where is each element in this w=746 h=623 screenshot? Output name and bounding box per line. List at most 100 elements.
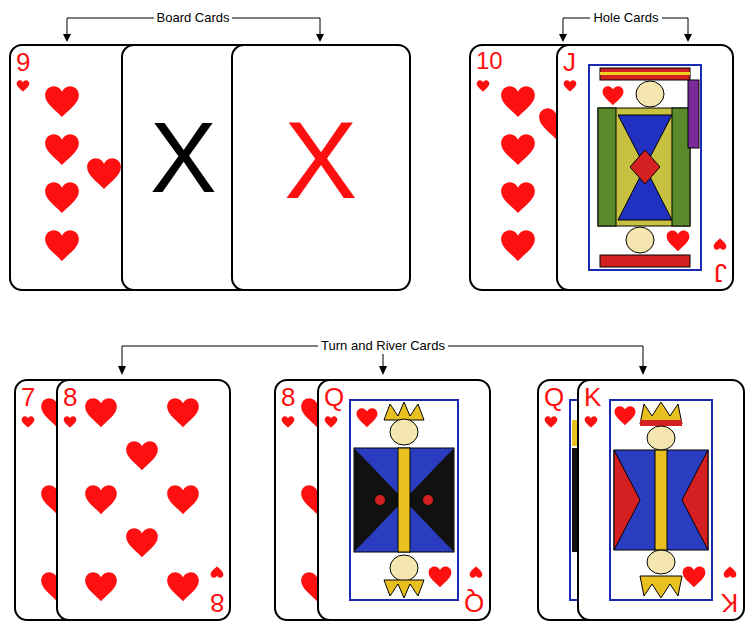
- heart-pip: [477, 80, 490, 92]
- playing-card: X: [232, 45, 410, 290]
- face-figure: [626, 227, 654, 253]
- face-figure: [688, 80, 699, 148]
- heart-pip: [45, 182, 79, 213]
- face-figure: [598, 108, 616, 226]
- card-jack: [557, 45, 733, 290]
- heart-pip: [85, 398, 117, 427]
- face-figure: [384, 402, 424, 420]
- arrowhead: [63, 34, 71, 42]
- heart-pip: [85, 485, 117, 514]
- heart-pip: [85, 572, 117, 601]
- card-index-inverted: J: [714, 260, 727, 286]
- face-figure: [672, 108, 690, 226]
- face-figure: [636, 81, 664, 107]
- card-index: X: [150, 107, 217, 207]
- heart-pip: [325, 416, 338, 428]
- card-index: K: [584, 384, 601, 410]
- heart-pip: [282, 416, 295, 428]
- face-figure: [614, 450, 640, 550]
- playing-card: JJ: [557, 45, 733, 290]
- card-index: 10: [476, 49, 503, 73]
- playing-card: Q: [538, 380, 710, 620]
- face-figure: [423, 495, 433, 505]
- card-index: 9: [16, 49, 30, 75]
- face-figure: [390, 555, 418, 581]
- card-outline: [578, 380, 744, 620]
- heart-pip: [724, 566, 737, 578]
- playing-card: 88: [57, 380, 230, 620]
- arrowhead: [684, 34, 692, 42]
- heart-pip: [211, 566, 224, 578]
- face-figure: [600, 72, 690, 75]
- bracket-line: [563, 18, 564, 36]
- heart-pip: [429, 566, 452, 587]
- face-figure: [682, 450, 708, 550]
- face-frame: [589, 65, 701, 270]
- heart-pip: [17, 80, 30, 92]
- card-outline: [57, 380, 230, 620]
- heart-pip: [585, 416, 598, 428]
- playing-card: 8: [275, 380, 450, 620]
- playing-card: QQ: [318, 380, 490, 620]
- arrowhead: [118, 366, 126, 375]
- face-figure: [390, 419, 418, 445]
- card-index-inverted: Q: [464, 590, 484, 616]
- bracket-line: [688, 18, 689, 36]
- heart-pip: [45, 134, 79, 165]
- playing-card: 7: [15, 380, 187, 620]
- bracket-label: Board Cards: [154, 10, 233, 26]
- playing-card: KK: [578, 380, 744, 620]
- arrowhead: [316, 34, 324, 42]
- face-figure: [354, 448, 404, 552]
- bracket-label: Hole Cards: [590, 10, 661, 26]
- heart-pip: [564, 80, 577, 92]
- face-figure: [384, 580, 424, 598]
- heart-pip: [45, 86, 79, 117]
- card-index: Q: [544, 384, 564, 410]
- heart-pip: [667, 230, 690, 251]
- bracket-line: [320, 18, 321, 36]
- face-figure: [354, 448, 454, 552]
- heart-pip: [167, 572, 199, 601]
- face-figure: [647, 426, 675, 450]
- card-outline: [318, 380, 490, 620]
- card-outline: [557, 45, 733, 290]
- bracket-label: Turn and River Cards: [318, 338, 448, 354]
- card-index: J: [563, 49, 576, 75]
- heart-pip: [501, 182, 535, 213]
- heart-pip: [64, 416, 77, 428]
- bracket-line: [67, 18, 68, 36]
- face-figure: [398, 448, 410, 552]
- bracket-line: [122, 346, 123, 368]
- face-figure: [600, 68, 690, 80]
- card-outline: [232, 45, 410, 290]
- card-index-inverted: 8: [210, 590, 224, 616]
- face-frame: [610, 400, 712, 600]
- face-figure: [375, 495, 385, 505]
- heart-pip: [683, 566, 706, 587]
- heart-pip: [615, 406, 636, 425]
- card-index-inverted: K: [721, 590, 738, 616]
- heart-pip: [87, 158, 121, 189]
- face-figure: [640, 420, 682, 426]
- card-index: 8: [63, 384, 77, 410]
- arrowhead: [639, 366, 647, 375]
- face-figure: [618, 115, 672, 220]
- face-figure: [630, 150, 660, 184]
- face-frame: [350, 400, 458, 600]
- playing-card: 10: [470, 45, 645, 290]
- card-king: [578, 380, 744, 620]
- card-eight: [57, 380, 230, 620]
- card-index: Q: [324, 384, 344, 410]
- heart-pip: [470, 566, 483, 578]
- heart-pip: [45, 230, 79, 261]
- face-figure: [614, 450, 708, 550]
- heart-pip: [501, 230, 535, 261]
- heart-pip: [714, 238, 727, 250]
- arrowhead: [379, 366, 387, 375]
- face-figure: [647, 550, 675, 574]
- playing-card: X: [122, 45, 297, 290]
- card-index: 8: [281, 384, 295, 410]
